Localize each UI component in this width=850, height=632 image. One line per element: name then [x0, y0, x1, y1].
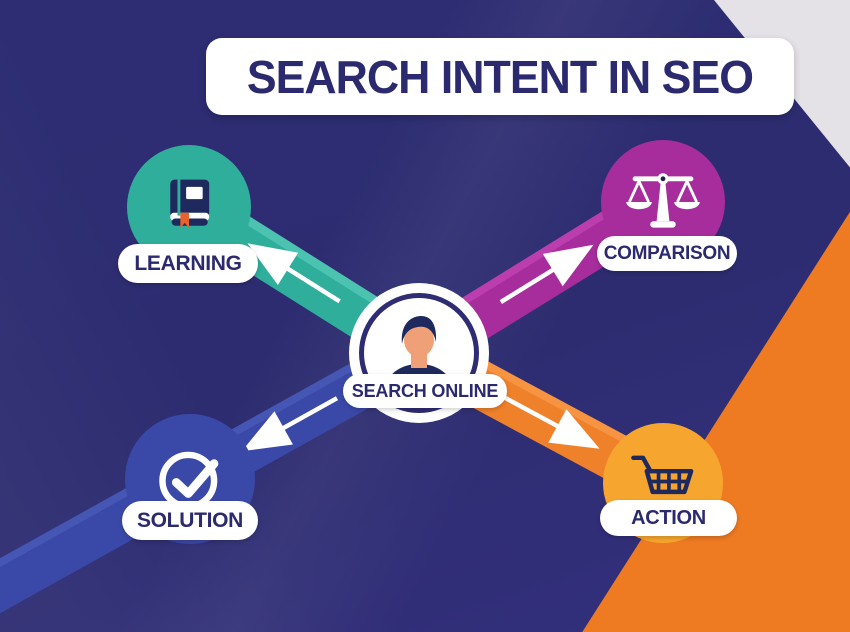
- solution-band: [0, 331, 432, 632]
- arrow-down-right-icon: [502, 395, 600, 449]
- page-title: SEARCH INTENT IN SEO: [246, 50, 754, 103]
- action-label-text: ACTION: [631, 506, 706, 529]
- solution-label: SOLUTION: [122, 501, 258, 540]
- solution-label-text: SOLUTION: [136, 508, 244, 532]
- arrow-up-right-icon: [499, 244, 594, 304]
- search-online-label: SEARCH ONLINE: [343, 374, 507, 408]
- comparison-label: COMPARISON: [597, 236, 737, 271]
- action-band: [408, 330, 696, 516]
- learning-label: LEARNING: [118, 244, 258, 283]
- comparison-band: [407, 158, 714, 373]
- learning-band: [136, 161, 433, 373]
- book-icon: [170, 179, 210, 228]
- arrow-up-left-icon: [247, 243, 341, 304]
- title-box: SEARCH INTENT IN SEO: [206, 38, 794, 115]
- comparison-label-text: COMPARISON: [603, 242, 731, 264]
- action-label: ACTION: [600, 500, 737, 536]
- search-online-label-text: SEARCH ONLINE: [351, 380, 499, 401]
- arrow-down-left-icon: [241, 396, 339, 452]
- learning-label-text: LEARNING: [134, 251, 242, 275]
- scales-icon: [626, 173, 700, 228]
